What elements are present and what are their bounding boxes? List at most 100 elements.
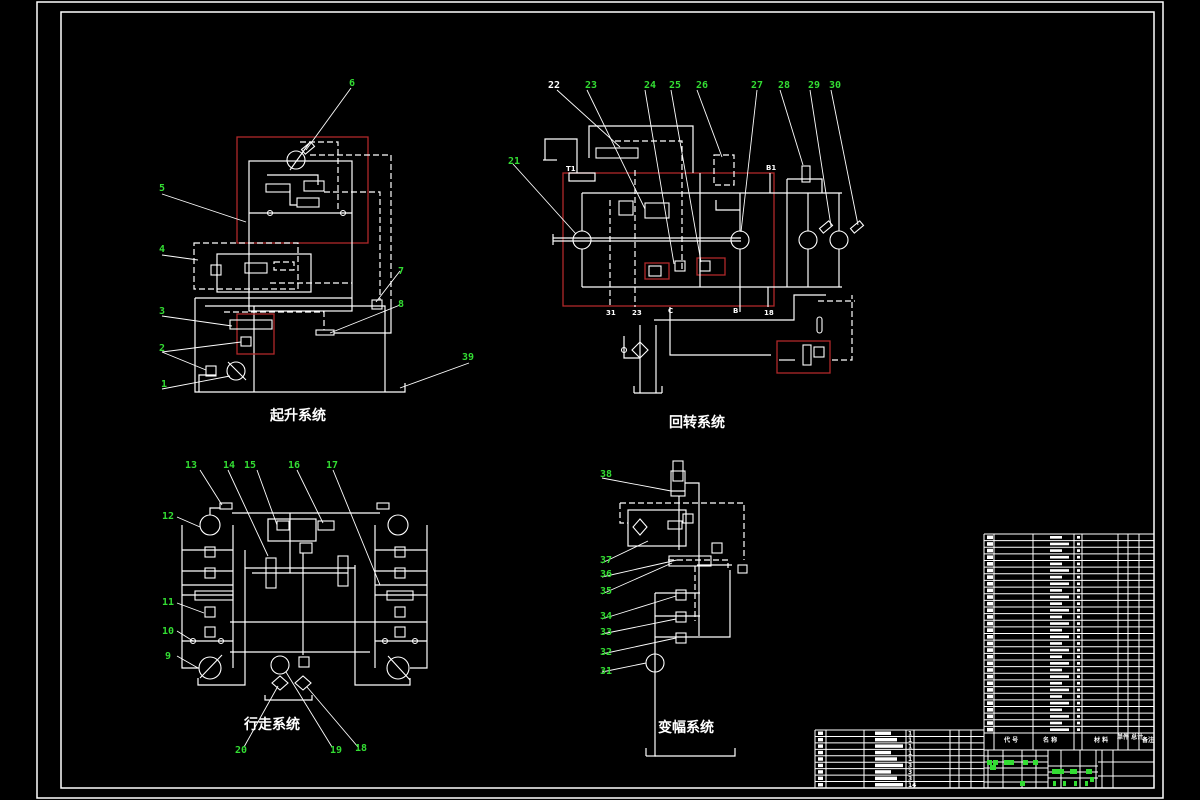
small-row-name-text [875, 776, 897, 781]
row-qty-text [1077, 655, 1080, 659]
row-qty-text [1077, 589, 1080, 592]
callout-6: 6 [349, 78, 355, 89]
travel-filter-20-symbol [271, 675, 289, 691]
header-code: 代 号 [1003, 736, 1018, 744]
slew-highlight-box-2 [776, 340, 831, 374]
hoist-group-4 [193, 242, 299, 290]
row-number-cell [987, 535, 993, 540]
callout-5: 5 [159, 183, 165, 194]
small-row-qty: 3 [908, 776, 912, 783]
luffing-system-title: 变幅系统 [658, 719, 714, 736]
small-row-qty: 14 [908, 782, 916, 789]
row-name-text [1050, 728, 1069, 731]
row-number-cell [987, 727, 993, 732]
callout-8: 8 [398, 299, 404, 310]
small-row-number-cell [818, 783, 823, 787]
small-row-qty: 1 [908, 743, 912, 750]
slew-system-title: 回转系统 [669, 414, 725, 431]
row-name-text [1050, 608, 1069, 612]
row-name-text [1050, 701, 1069, 705]
row-qty-text [1077, 648, 1080, 652]
callout-28: 28 [778, 80, 790, 91]
port-label-18: 18 [764, 309, 774, 317]
title-block-green-mark [1004, 760, 1014, 765]
row-qty-text [1077, 549, 1080, 552]
row-name-text [1050, 642, 1062, 645]
small-row-name-text [875, 783, 903, 787]
row-name-text [1050, 681, 1062, 685]
luffing-filter-symbol [632, 518, 648, 536]
row-qty-text [1077, 715, 1080, 718]
callout-32: 32 [600, 647, 612, 658]
row-number-cell [987, 568, 993, 573]
hoist-motor-symbol [286, 150, 306, 170]
title-block-green-mark [1085, 781, 1088, 786]
hoist-system-title: 起升系统 [269, 407, 326, 424]
small-row-number-cell [818, 757, 823, 761]
callout-2: 2 [159, 343, 165, 354]
slew-directional-valve-symbol [595, 147, 639, 159]
row-number-cell [987, 548, 993, 553]
inner-frame [60, 11, 1155, 789]
accumulator-symbol [816, 316, 823, 334]
row-number-cell [987, 668, 993, 672]
callout-37: 37 [600, 555, 612, 566]
row-qty-text [1077, 721, 1080, 725]
outer-frame [36, 1, 1164, 799]
header-material: 材 料 [1093, 736, 1108, 744]
title-block-green-mark [1074, 781, 1077, 786]
callout-20: 20 [235, 745, 247, 756]
row-number-cell [987, 595, 993, 599]
title-block-green-mark [1052, 769, 1064, 774]
row-number-cell [987, 621, 993, 626]
travel-system: 13 14 15 16 17 12 11 10 9 20 19 18 行走系统 [162, 460, 428, 756]
callout-1: 1 [161, 379, 167, 390]
callout-3: 3 [159, 306, 165, 317]
header-name: 名 称 [1043, 736, 1057, 744]
row-number-cell [987, 694, 993, 699]
row-number-cell [987, 681, 993, 686]
hoist-highlight-box-2 [236, 313, 275, 355]
row-number-cell [987, 674, 993, 679]
travel-system-title: 行走系统 [243, 716, 300, 733]
hoist-highlight-box [236, 136, 369, 244]
callout-25: 25 [669, 80, 681, 91]
hoist-system: 5 4 3 2 1 6 7 8 39 起升系统 [159, 78, 474, 424]
row-name-text [1050, 662, 1069, 665]
row-number-cell [987, 615, 993, 619]
row-qty-text [1077, 642, 1080, 645]
row-qty-text [1077, 615, 1080, 619]
callout-38: 38 [600, 469, 612, 480]
slew-motor-27-symbol [730, 230, 750, 250]
luffing-system: 38 37 36 35 34 33 32 31 变幅系统 [600, 460, 748, 757]
travel-motor-9-symbol [198, 656, 222, 680]
row-qty-text [1077, 608, 1080, 612]
slew-highlight-box [562, 172, 775, 307]
travel-motor-12-symbol [199, 514, 221, 536]
title-block-green-mark [987, 760, 992, 765]
slew-motor-30-symbol [829, 230, 849, 250]
small-row-number-cell [818, 770, 823, 774]
row-qty-text [1077, 542, 1080, 546]
port-label-b1: B1 [766, 164, 776, 172]
callout-22: 22 [548, 80, 560, 91]
callout-4: 4 [159, 244, 165, 255]
travel-motor-right-bottom-symbol [386, 656, 410, 680]
row-number-cell [987, 581, 993, 586]
row-name-text [1050, 675, 1069, 678]
row-name-text [1050, 622, 1069, 625]
callout-7: 7 [398, 266, 404, 277]
header-weight: 单件 总计 [1117, 733, 1143, 741]
row-number-cell [987, 654, 993, 659]
valve-symbol [303, 180, 325, 192]
header-note: 备注 [1141, 736, 1154, 744]
row-number-cell [987, 707, 993, 712]
row-name-text [1050, 655, 1062, 659]
title-block: 代 号 名 称 材 料 单件 总计 备注 [983, 733, 1155, 789]
hoist-pump-symbol [226, 361, 246, 381]
small-row-name-text [875, 770, 891, 774]
row-name-text [1050, 569, 1069, 572]
callout-15: 15 [244, 460, 256, 471]
small-row-qty: 1 [908, 750, 912, 757]
row-qty-text [1077, 635, 1080, 639]
